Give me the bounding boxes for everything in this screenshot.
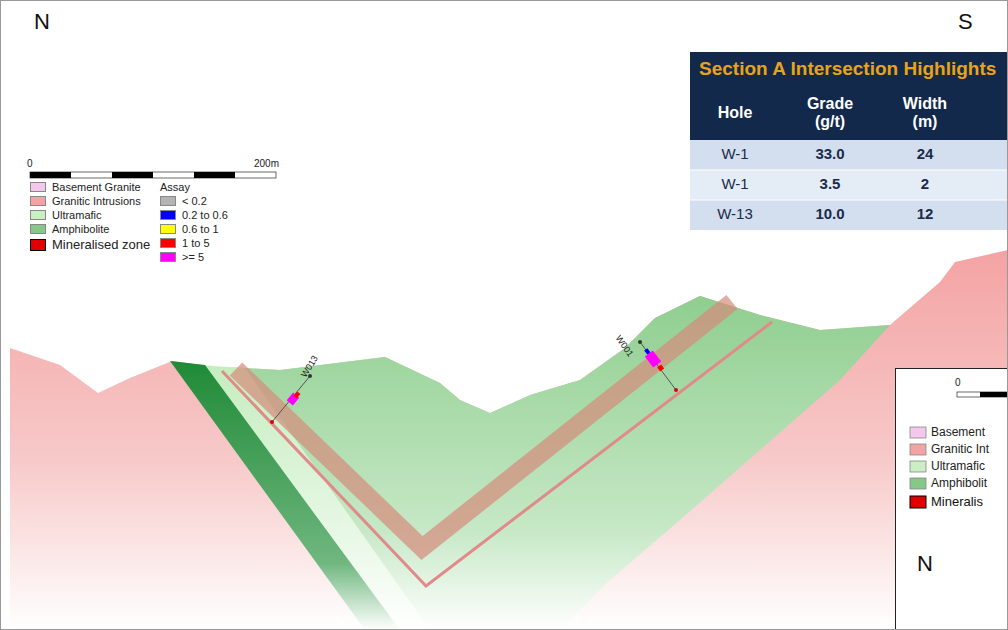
legend-entry: >= 5 — [160, 251, 204, 263]
table-cell: W-1 — [721, 176, 748, 193]
legend-entry: Basement Granite — [30, 181, 141, 193]
inset-legend-text: Basement — [931, 426, 985, 439]
table-header: Hole — [718, 104, 753, 122]
table-cell: 2 — [921, 176, 929, 193]
legend-entry: Granitic Intrusions — [30, 195, 141, 207]
legend-entry: Mineralised zone — [30, 237, 150, 252]
scale-label: 0 — [955, 377, 961, 388]
inset-legend-text: Amphibolit — [931, 477, 987, 490]
legend-swatch — [30, 239, 46, 251]
table-cell: 12 — [917, 206, 934, 223]
legend-text: Basement Granite — [52, 181, 141, 193]
legend-swatch — [160, 196, 176, 206]
inset-legend-text: Granitic Int — [931, 443, 989, 456]
legend-entry: 1 to 5 — [160, 237, 210, 249]
legend-text: Mineralised zone — [52, 237, 150, 252]
legend-entry: 0.2 to 0.6 — [160, 209, 228, 221]
table-header: Grade (g/t) — [802, 95, 858, 130]
table-cell: 33.0 — [815, 146, 844, 163]
table-header: Width (m) — [897, 95, 953, 130]
scale-label: 0 — [27, 158, 33, 169]
legend-text: >= 5 — [182, 251, 204, 263]
legend-text: 0.2 to 0.6 — [182, 209, 228, 221]
hole-label: W001 — [613, 334, 635, 359]
compass-south: S — [958, 10, 973, 34]
legend-swatch — [160, 210, 176, 220]
table-cell: W-13 — [717, 206, 753, 223]
legend-swatch — [30, 182, 46, 192]
hole-label: W013 — [300, 354, 321, 379]
legend-text: Amphibolite — [52, 223, 109, 235]
table-cell: 3.5 — [820, 176, 841, 193]
legend-swatch — [30, 210, 46, 220]
legend-text: Granitic Intrusions — [52, 195, 141, 207]
legend-swatch — [160, 238, 176, 248]
scale-label: 200m — [254, 158, 279, 169]
legend-text: < 0.2 — [182, 195, 207, 207]
legend-text: 0.6 to 1 — [182, 223, 219, 235]
table-title: Section A Intersection Highlights — [699, 59, 996, 80]
inset-legend-text: Mineralis — [931, 495, 983, 509]
legend-heading: Assay — [160, 181, 190, 193]
legend-entry: < 0.2 — [160, 195, 207, 207]
legend-swatch — [30, 196, 46, 206]
legend-swatch — [30, 224, 46, 234]
legend-text: 1 to 5 — [182, 237, 210, 249]
legend-text: Ultramafic — [52, 209, 102, 221]
legend-entry: Amphibolite — [30, 223, 109, 235]
legend-swatch — [160, 224, 176, 234]
table-cell: 24 — [917, 146, 934, 163]
legend-entry: Ultramafic — [30, 209, 102, 221]
table-cell: 10.0 — [815, 206, 844, 223]
legend-entry: 0.6 to 1 — [160, 223, 219, 235]
legend-swatch — [160, 252, 176, 262]
compass-north: N — [34, 10, 50, 34]
compass-north: N — [917, 552, 933, 576]
table-cell: W-1 — [721, 146, 748, 163]
inset-legend-text: Ultramafic — [931, 460, 985, 473]
